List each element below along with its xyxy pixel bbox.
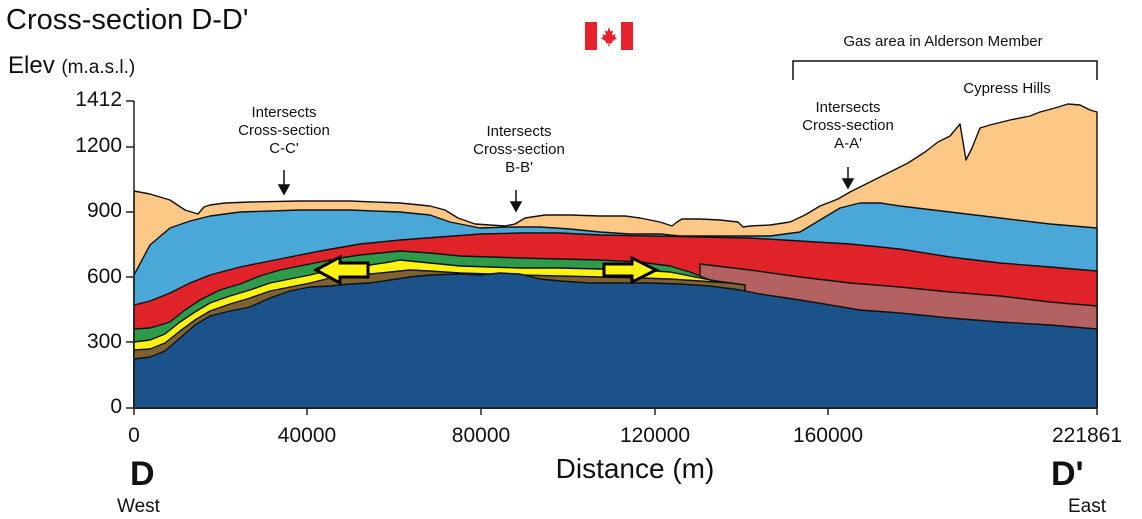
y-tick-600: 600 (86, 265, 122, 288)
x-tick-120000: 120000 (619, 424, 691, 447)
annotation-cross-section-bb: Intersects Cross-section B-B' (449, 123, 589, 177)
y-axis-label: Elev (m.a.s.l.) (8, 52, 135, 80)
arrow-west (312, 254, 370, 286)
layer-basement (133, 272, 1098, 409)
annotation-bb-line2: Cross-section (473, 141, 565, 158)
x-tick-40000: 40000 (277, 424, 337, 447)
annotation-cross-section-cc: Intersects Cross-section C-C' (214, 104, 354, 158)
x-tick-160000: 160000 (792, 424, 864, 447)
end-direction-west: West (117, 496, 160, 517)
end-label-d: D (130, 455, 155, 493)
annotation-cc-line3: C-C' (269, 140, 299, 157)
annotation-cc-line1: Intersects (251, 104, 317, 121)
y-tick-0: 0 (110, 395, 122, 418)
cypress-hills-label: Cypress Hills (963, 80, 1051, 97)
y-axis-unit: (m.a.s.l.) (61, 57, 136, 78)
gas-area-bracket (792, 60, 1098, 80)
annotation-arrows (277, 167, 855, 213)
y-tick-1412: 1412 (75, 88, 122, 111)
y-axis-ticks (126, 100, 134, 409)
annotation-aa-line2: Cross-section (802, 117, 894, 134)
gas-area-label: Gas area in Alderson Member (843, 33, 1043, 50)
annotation-aa-line1: Intersects (815, 99, 881, 116)
arrow-east (602, 255, 660, 285)
x-axis-label: Distance (m) (555, 453, 715, 484)
end-direction-east: East (1068, 496, 1107, 517)
annotation-cc-line2: Cross-section (238, 122, 330, 139)
y-axis-label-text: Elev (8, 52, 55, 79)
annotation-bb-line1: Intersects (486, 123, 552, 140)
page-title: Cross-section D-D' (6, 4, 249, 36)
x-axis-ticks (133, 408, 1098, 415)
x-tick-80000: 80000 (451, 424, 511, 447)
x-tick-0: 0 (128, 424, 140, 447)
y-tick-300: 300 (86, 330, 122, 353)
end-label-d-prime: D' (1051, 455, 1084, 493)
y-tick-900: 900 (86, 199, 122, 222)
x-tick-221861: 221861 (1051, 424, 1123, 447)
y-tick-1200: 1200 (75, 134, 122, 157)
annotation-cross-section-aa: Intersects Cross-section A-A' (778, 99, 918, 153)
annotation-bb-line3: B-B' (505, 159, 533, 176)
annotation-aa-line3: A-A' (834, 135, 862, 152)
canada-flag-icon (585, 22, 633, 50)
